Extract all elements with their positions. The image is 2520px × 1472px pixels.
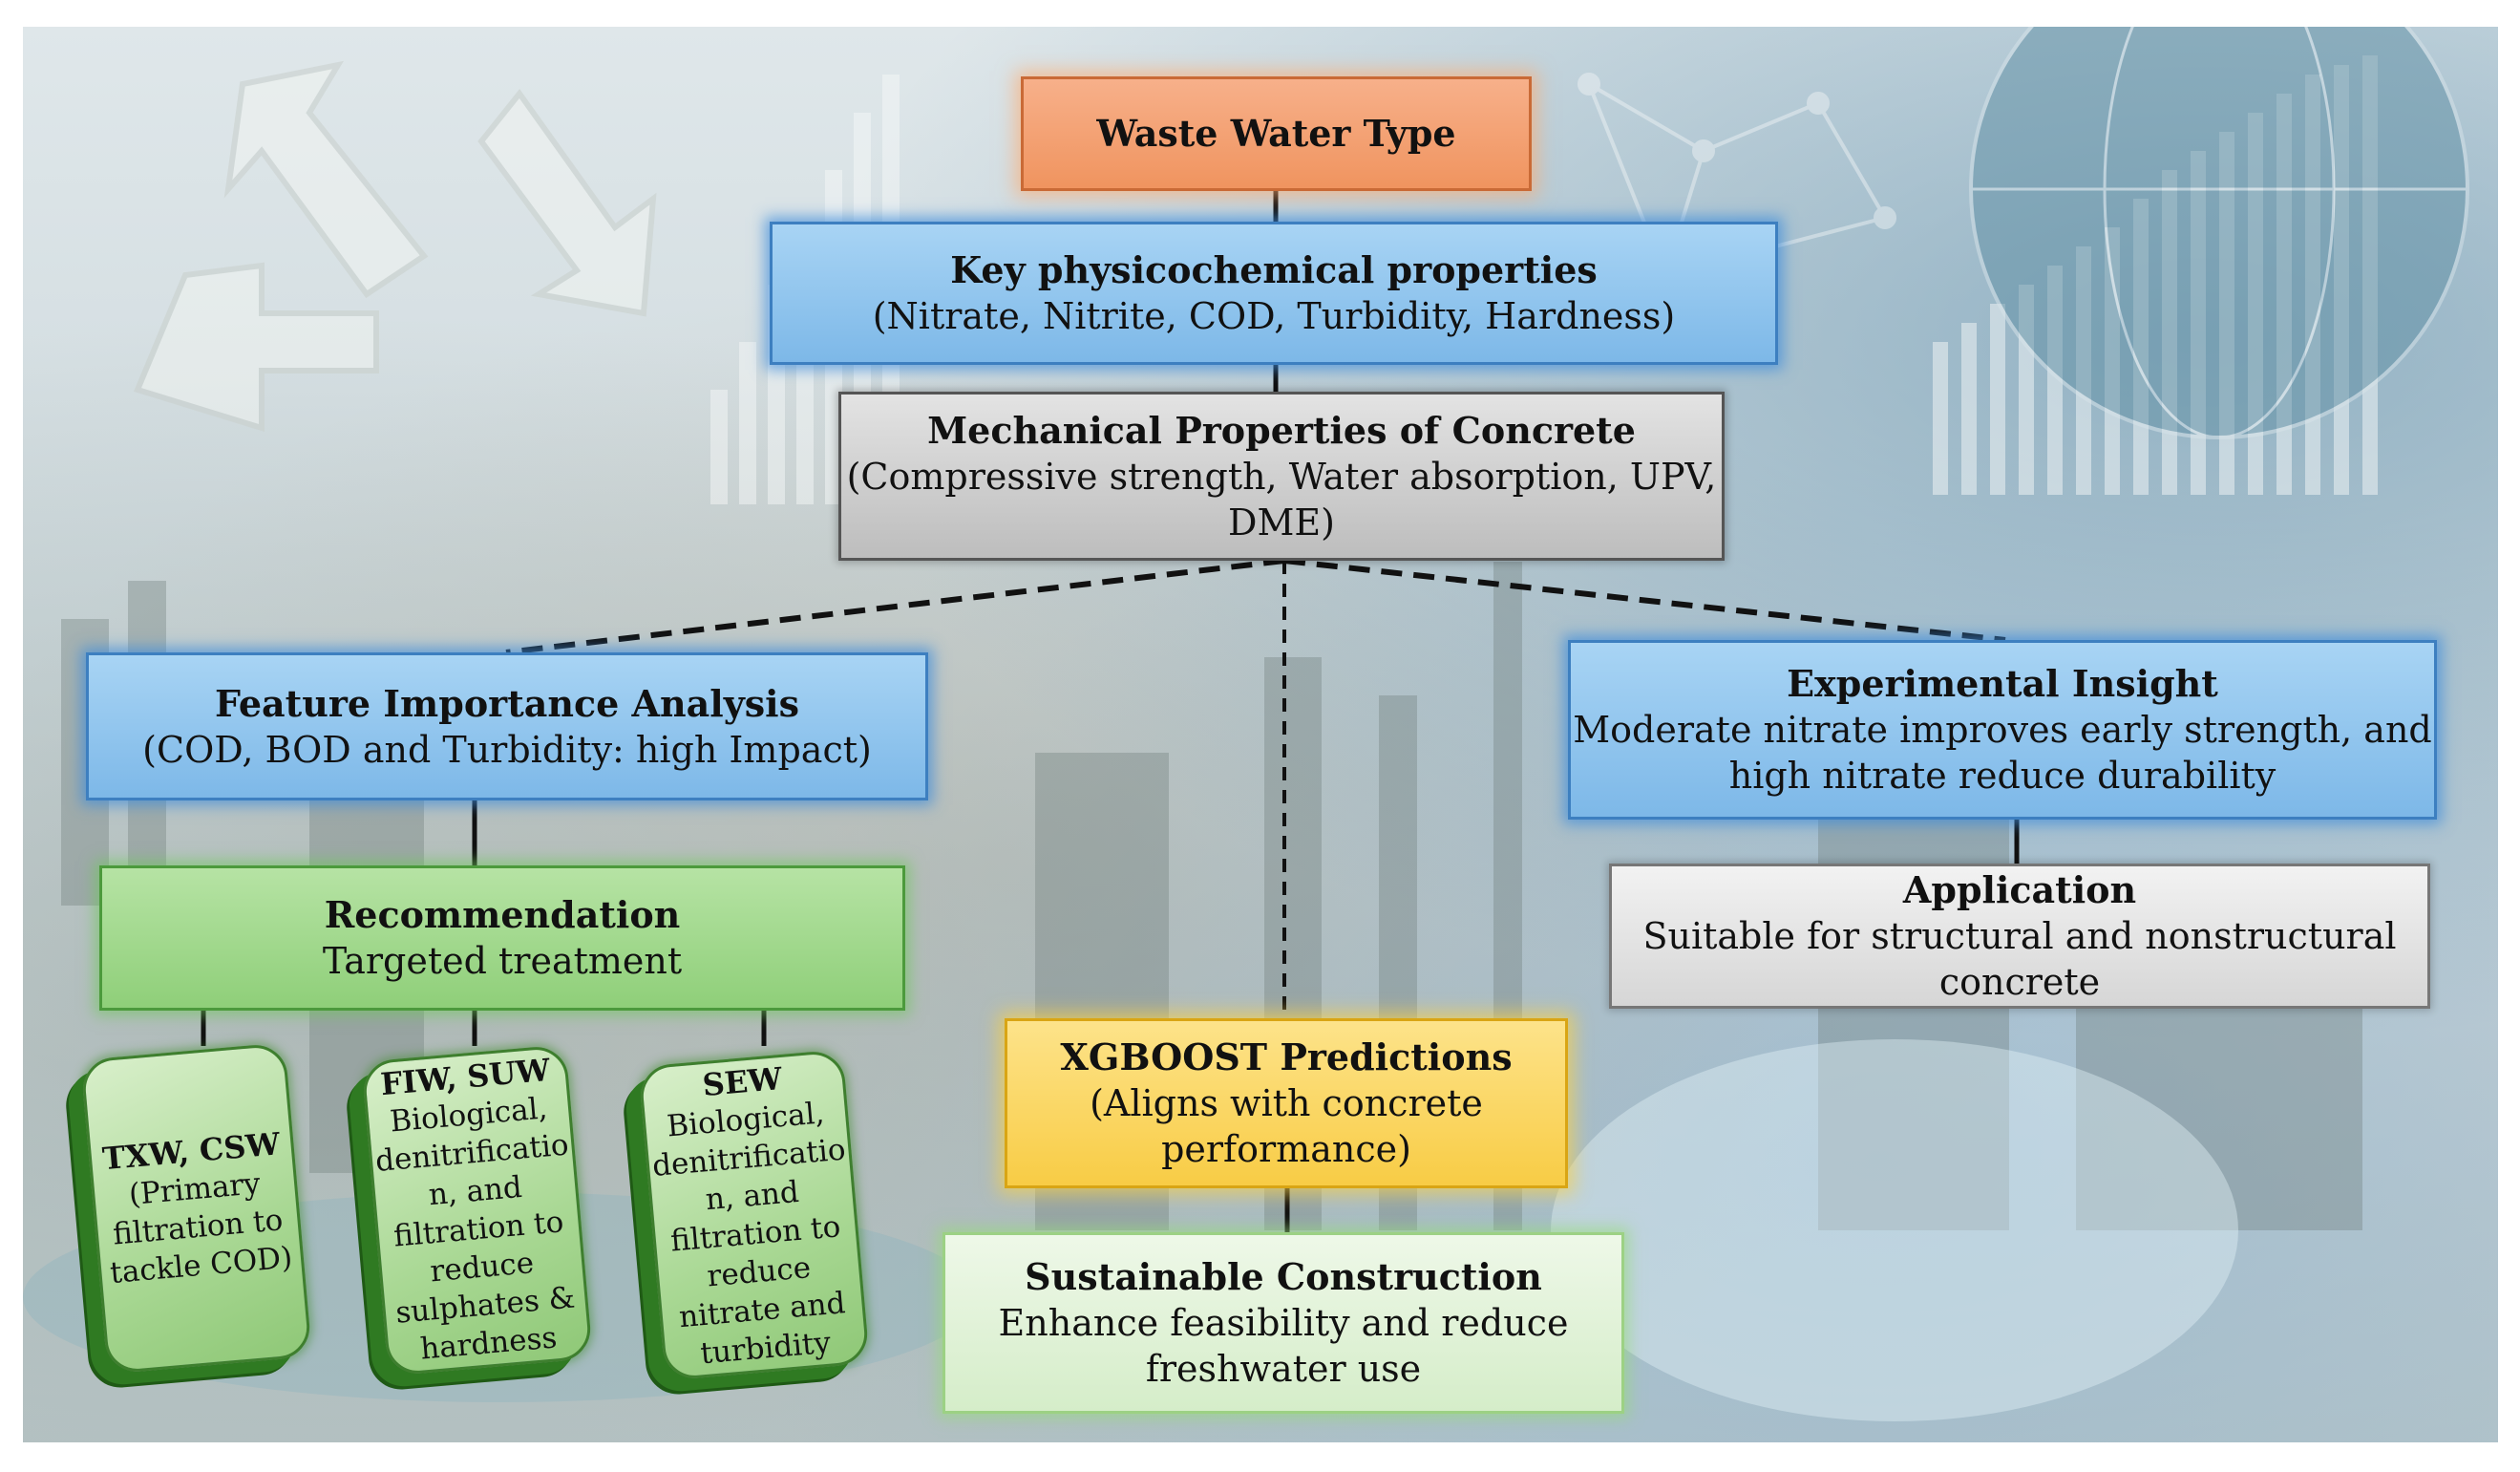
dashed-mechanical-to-feature [505, 558, 1285, 655]
recommendation-box: Recommendation Targeted treatment [99, 865, 905, 1011]
application-body-line-1: Suitable for structural and nonstructura… [1642, 915, 2397, 957]
globe-icon [1969, 27, 2469, 439]
recommendation-title: Recommendation [324, 893, 681, 936]
dashed-mechanical-to-experimental [1283, 558, 2006, 643]
feature-importance-box: Feature Importance Analysis (COD, BOD an… [86, 652, 928, 800]
sustainable-title: Sustainable Construction [1025, 1255, 1542, 1298]
physicochemical-title: Key physicochemical properties [950, 248, 1598, 291]
treatment-card-fiw-suw: FIW, SUW Biological, denitrificatio n, a… [361, 1044, 593, 1376]
physicochemical-body: (Nitrate, Nitrite, COD, Turbidity, Hardn… [872, 295, 1676, 337]
physicochemical-properties-box: Key physicochemical properties (Nitrate,… [770, 222, 1778, 365]
waste-water-type-box: Waste Water Type [1021, 76, 1532, 191]
recycle-icon [133, 60, 657, 433]
experimental-insight-box: Experimental Insight Moderate nitrate im… [1568, 640, 2437, 820]
treatment-card-sew: SEW Biological, denitrificatio n, and fi… [638, 1049, 870, 1381]
mechanical-body-line-2: DME) [1228, 501, 1335, 544]
xgboost-title: XGBOOST Predictions [1060, 1035, 1513, 1078]
treatment-card-txw-csw: TXW, CSW (Primary filtration to tackle C… [80, 1042, 312, 1375]
waste-water-type-title: Waste Water Type [1096, 112, 1456, 155]
mechanical-title: Mechanical Properties of Concrete [927, 408, 1636, 452]
application-box: Application Suitable for structural and … [1609, 864, 2430, 1009]
sustainable-body-line-1: Enhance feasibility and reduce [998, 1302, 1569, 1344]
application-body-line-2: concrete [1938, 961, 2101, 1003]
recommendation-body: Targeted treatment [322, 940, 683, 982]
experimental-body-line-2: high nitrate reduce durability [1728, 755, 2276, 797]
xgboost-body-line-2: performance) [1161, 1128, 1411, 1170]
xgboost-predictions-box: XGBOOST Predictions (Aligns with concret… [1005, 1018, 1568, 1188]
experimental-title: Experimental Insight [1787, 662, 2218, 705]
xgboost-body-line-1: (Aligns with concrete [1090, 1082, 1483, 1124]
mechanical-properties-box: Mechanical Properties of Concrete (Compr… [838, 392, 1725, 561]
experimental-body-line-1: Moderate nitrate improves early strength… [1573, 709, 2432, 751]
application-title: Application [1902, 868, 2137, 911]
mechanical-body-line-1: (Compressive strength, Water absorption,… [846, 455, 1717, 498]
sustainable-construction-box: Sustainable Construction Enhance feasibi… [942, 1232, 1624, 1414]
sustainable-body-line-2: freshwater use [1145, 1348, 1422, 1390]
feature-importance-body: (COD, BOD and Turbidity: high Impact) [142, 728, 872, 771]
feature-importance-title: Feature Importance Analysis [214, 681, 800, 725]
